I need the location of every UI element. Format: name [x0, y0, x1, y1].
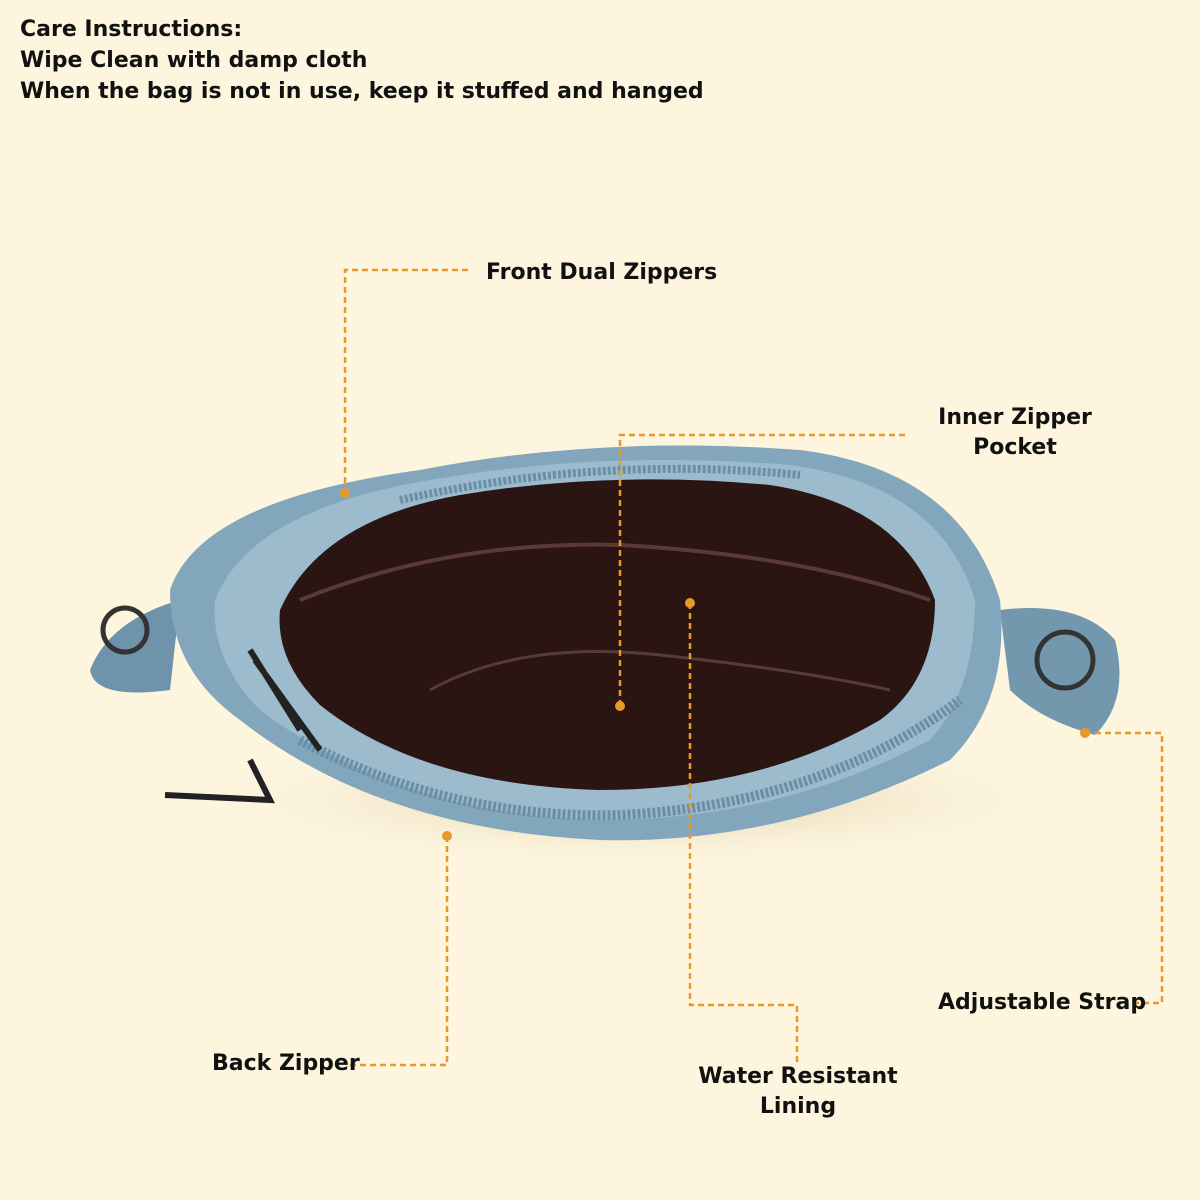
strap-right — [1000, 608, 1120, 735]
label-line: Inner Zipper — [938, 405, 1092, 430]
label-front-dual-zippers: Front Dual Zippers — [486, 260, 718, 285]
label-line: Lining — [759, 1094, 837, 1119]
label-adjustable-strap: Adjustable Strap — [938, 990, 1147, 1015]
care-instructions: Care Instructions: Wipe Clean with damp … — [20, 14, 704, 107]
label-inner-zipper-pocket: Inner Zipper Pocket — [930, 403, 1100, 463]
label-back-zipper: Back Zipper — [212, 1051, 360, 1076]
care-line-2: When the bag is not in use, keep it stuf… — [20, 79, 704, 104]
care-line-1: Wipe Clean with damp cloth — [20, 48, 368, 73]
label-water-resistant-lining: Water Resistant Lining — [698, 1062, 898, 1122]
care-title: Care Instructions: — [20, 17, 243, 42]
label-line: Water Resistant — [698, 1064, 898, 1089]
label-line: Pocket — [973, 435, 1057, 460]
strap-left — [90, 600, 180, 693]
